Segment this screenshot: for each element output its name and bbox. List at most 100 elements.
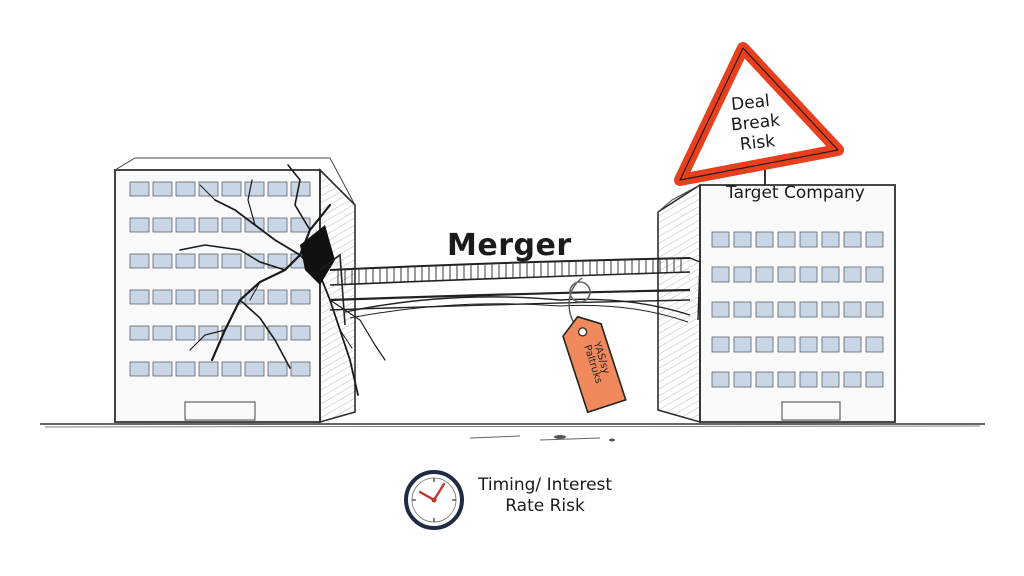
window (755, 336, 774, 353)
window (799, 231, 818, 248)
window (843, 266, 862, 283)
window (821, 301, 840, 318)
window (175, 217, 196, 233)
window (755, 301, 774, 318)
window (244, 325, 265, 341)
warning-triangle-icon: Deal Break Risk (674, 42, 844, 186)
window (777, 266, 796, 283)
window (152, 289, 173, 305)
window (198, 181, 219, 197)
window (821, 266, 840, 283)
window (267, 289, 288, 305)
window (290, 361, 311, 377)
window (865, 266, 884, 283)
window (711, 301, 730, 318)
window (175, 289, 196, 305)
window (843, 336, 862, 353)
window (244, 181, 265, 197)
window (198, 253, 219, 269)
window (733, 301, 752, 318)
window (221, 217, 242, 233)
window (267, 361, 288, 377)
window (755, 266, 774, 283)
window (221, 361, 242, 377)
window (799, 371, 818, 388)
window (129, 253, 150, 269)
window (290, 289, 311, 305)
window (711, 371, 730, 388)
window (821, 231, 840, 248)
window (198, 217, 219, 233)
target-building (657, 183, 896, 424)
window (711, 231, 730, 248)
window (733, 371, 752, 388)
window (175, 181, 196, 197)
window (799, 336, 818, 353)
window (711, 336, 730, 353)
window (267, 217, 288, 233)
window (198, 289, 219, 305)
left-building-windows (129, 181, 311, 377)
window (244, 289, 265, 305)
window (152, 325, 173, 341)
window (267, 181, 288, 197)
window (221, 325, 242, 341)
window (843, 231, 862, 248)
window (733, 231, 752, 248)
clock-icon (404, 470, 464, 530)
window (244, 253, 265, 269)
window (777, 231, 796, 248)
window (129, 217, 150, 233)
window (129, 181, 150, 197)
window (221, 181, 242, 197)
window (777, 371, 796, 388)
window (755, 371, 774, 388)
window (152, 253, 173, 269)
merger-label: Merger (447, 228, 572, 263)
window (152, 181, 173, 197)
crack-damage (179, 164, 386, 396)
window (244, 361, 265, 377)
window (129, 289, 150, 305)
window (865, 231, 884, 248)
merger-bridge (319, 253, 701, 326)
window (733, 336, 752, 353)
window (290, 181, 311, 197)
timing-risk-line-2: Rate Risk (505, 496, 585, 516)
window (152, 217, 173, 233)
window (129, 361, 150, 377)
window (290, 325, 311, 341)
window (843, 371, 862, 388)
window (799, 266, 818, 283)
window (129, 325, 150, 341)
window (755, 231, 774, 248)
window (175, 253, 196, 269)
window (865, 371, 884, 388)
window (777, 301, 796, 318)
right-building-windows (711, 231, 884, 388)
target-company-label: Target Company (726, 183, 865, 203)
window (821, 336, 840, 353)
timing-risk-line-1: Timing/ Interest (478, 475, 613, 495)
window (221, 289, 242, 305)
window (777, 336, 796, 353)
window (843, 301, 862, 318)
window (865, 336, 884, 353)
window (198, 361, 219, 377)
window (221, 253, 242, 269)
window (175, 325, 196, 341)
window (733, 266, 752, 283)
window (152, 361, 173, 377)
acquirer-building (114, 157, 386, 424)
deal-break-line-1: Deal (730, 91, 771, 115)
deal-break-line-3: Risk (739, 131, 776, 155)
window (799, 301, 818, 318)
price-tag-icon: Paltruks YAS/sy (562, 277, 627, 414)
window (821, 371, 840, 388)
window (175, 361, 196, 377)
ground (40, 423, 985, 442)
window (711, 266, 730, 283)
window (865, 301, 884, 318)
timing-risk-label: Timing/ Interest Rate Risk (478, 475, 612, 517)
